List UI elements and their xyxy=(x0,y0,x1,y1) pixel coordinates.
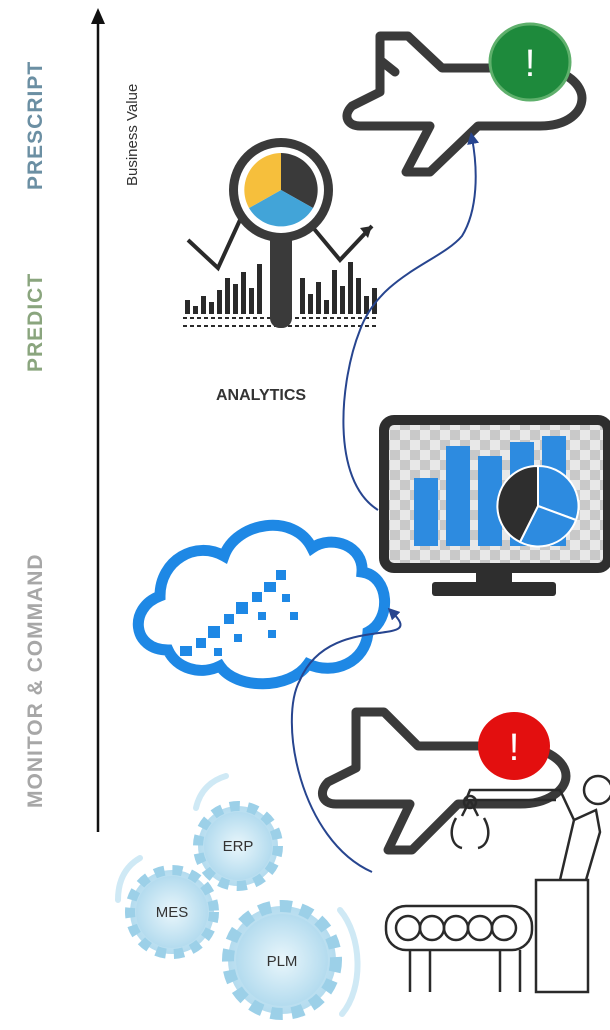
flow-arrows xyxy=(290,132,480,873)
business-value-label: Business Value xyxy=(124,83,141,186)
stage-label-monitor: MONITOR & COMMAND xyxy=(24,553,47,808)
gear-orbit-arcs xyxy=(115,773,361,1017)
alert-badge-green: ! xyxy=(488,22,572,102)
gear-label-erp: ERP xyxy=(223,838,254,855)
stage-label-predict: PREDICT xyxy=(24,272,47,372)
mes-gear-icon: MES xyxy=(125,865,219,959)
alert-mark-red: ! xyxy=(509,727,520,769)
plm-gear-icon: PLM xyxy=(222,900,342,1020)
arrow-monitor-to-plane xyxy=(342,132,480,511)
robot-arm-conveyor-icon xyxy=(384,774,610,994)
analytics-magnifier-icon xyxy=(183,138,378,328)
business-value-axis xyxy=(91,8,105,832)
arrow-robot-to-cloud xyxy=(290,607,402,873)
gear-label-plm: PLM xyxy=(267,953,298,970)
stage-label-prescript: PRESCRIPT xyxy=(24,60,47,190)
alert-mark-green: ! xyxy=(525,43,536,85)
gear-label-mes: MES xyxy=(156,904,189,921)
erp-gear-icon: ERP xyxy=(193,801,283,891)
monitor-dashboard-icon xyxy=(379,415,610,596)
alert-badge-red: ! xyxy=(478,712,550,780)
analytics-label: ANALYTICS xyxy=(216,387,306,404)
cloud-icon xyxy=(132,519,390,690)
